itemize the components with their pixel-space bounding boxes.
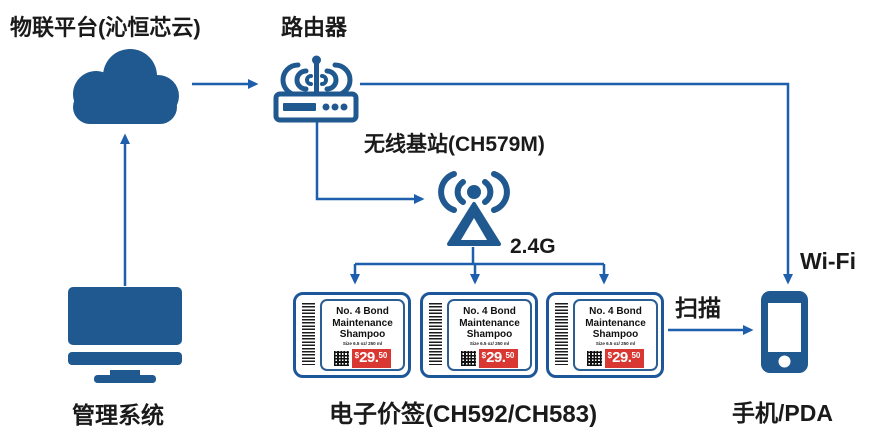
monitor-icon	[68, 287, 182, 383]
iot-platform-label: 物联平台(沁恒芯云)	[10, 15, 201, 40]
product-name-line2: Maintenance	[585, 317, 646, 329]
product-name-line1: No. 4 Bond	[589, 306, 642, 317]
router-icon	[273, 55, 359, 123]
price-badge: $ 29. 50	[478, 348, 519, 368]
price-currency: $	[354, 350, 360, 360]
product-name-line1: No. 4 Bond	[336, 306, 389, 317]
product-name-line1: No. 4 Bond	[463, 306, 516, 317]
barcode-icon	[302, 303, 315, 365]
product-size-text: Size 6.5 oz/ 250 ml	[342, 340, 383, 346]
cloud-icon	[73, 49, 179, 124]
phone-pda-label: 手机/PDA	[732, 400, 833, 426]
price-cents: 50	[378, 350, 388, 360]
price-badge: $ 29. 50	[351, 348, 392, 368]
price-cents: 50	[631, 350, 641, 360]
product-size-text: Size 6.5 oz/ 250 ml	[595, 340, 636, 346]
price-main: 29.	[486, 348, 506, 366]
product-name-line3: Shampoo	[466, 329, 513, 340]
price-tag: No. 4 Bond Maintenance Shampoo Size 6.5 …	[546, 292, 664, 378]
price-tag: No. 4 Bond Maintenance Shampoo Size 6.5 …	[293, 292, 411, 378]
price-cents: 50	[505, 350, 515, 360]
price-tag-panel: No. 4 Bond Maintenance Shampoo Size 6.5 …	[573, 299, 658, 371]
price-currency: $	[607, 350, 613, 360]
product-size-text: Size 6.5 oz/ 250 ml	[469, 340, 510, 346]
barcode-icon	[429, 303, 442, 365]
price-tag-panel: No. 4 Bond Maintenance Shampoo Size 6.5 …	[320, 299, 405, 371]
phone-icon	[761, 291, 808, 373]
base-station-label: 无线基站(CH579M)	[364, 133, 545, 156]
frequency-label: 2.4G	[510, 235, 556, 258]
product-name-line2: Maintenance	[332, 317, 393, 329]
price-main: 29.	[359, 348, 379, 366]
router-label: 路由器	[281, 15, 348, 40]
product-name-line2: Maintenance	[459, 317, 520, 329]
price-main: 29.	[612, 348, 632, 366]
product-name-line3: Shampoo	[592, 329, 639, 340]
base-station-icon	[438, 171, 510, 246]
price-badge: $ 29. 50	[604, 348, 645, 368]
management-label: 管理系统	[72, 402, 164, 428]
price-tag-panel: No. 4 Bond Maintenance Shampoo Size 6.5 …	[447, 299, 532, 371]
qr-code-icon	[586, 350, 602, 366]
product-name-line3: Shampoo	[339, 329, 386, 340]
price-currency: $	[481, 350, 487, 360]
esl-label: 电子价签(CH592/CH583)	[329, 401, 598, 428]
qr-code-icon	[460, 350, 476, 366]
price-tag: No. 4 Bond Maintenance Shampoo Size 6.5 …	[420, 292, 538, 378]
qr-code-icon	[333, 350, 349, 366]
barcode-icon	[555, 303, 568, 365]
wifi-label: Wi-Fi	[800, 248, 856, 274]
scan-label: 扫描	[675, 295, 721, 321]
